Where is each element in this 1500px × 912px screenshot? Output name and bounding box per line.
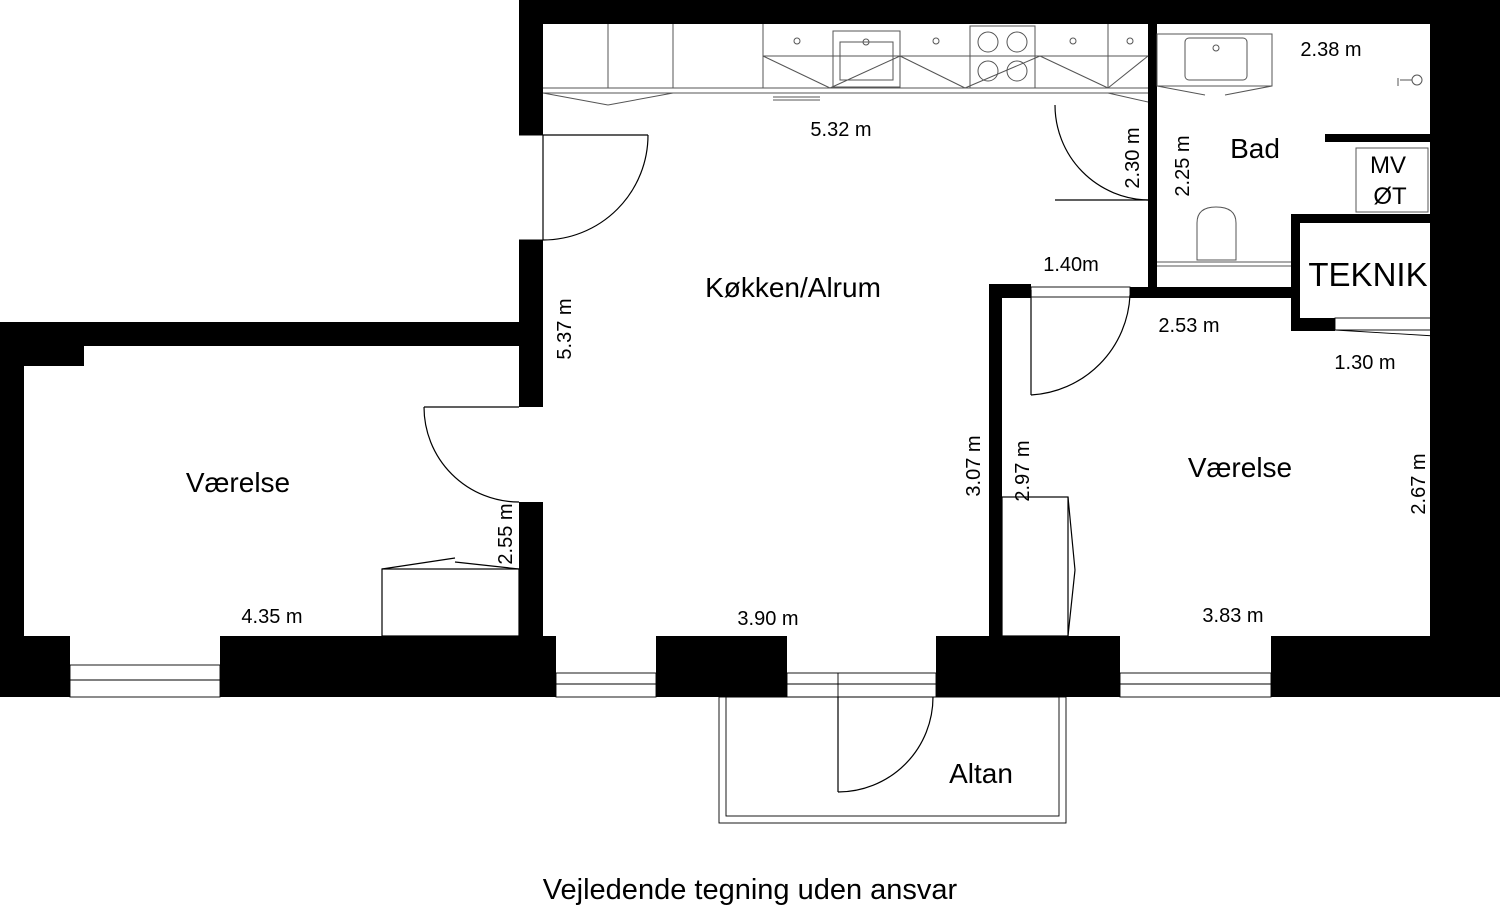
balcony-outline: [718, 696, 1067, 824]
dim-bath-height: 2.25 m: [1172, 135, 1194, 196]
walls: [0, 0, 1500, 697]
dim-kitchen-height: 5.37 m: [554, 298, 576, 359]
room-label-bath: Bad: [1230, 133, 1280, 164]
dimension-labels: 5.32 m 2.38 m 1.40m 2.53 m 1.30 m 4.35 m…: [241, 39, 1430, 630]
dim-teknik-width: 1.30 m: [1334, 352, 1395, 374]
label-mv: MV: [1370, 152, 1406, 179]
dim-kitchen-width: 5.32 m: [810, 119, 871, 141]
room-label-teknik: TEKNIK: [1308, 256, 1427, 293]
label-ot: ØT: [1373, 183, 1407, 210]
dim-bedroom-left-width: 4.35 m: [241, 606, 302, 628]
closets: [381, 496, 1076, 637]
doors: [423, 104, 1436, 793]
dim-kitchen-door-wall: 2.30 m: [1122, 127, 1144, 188]
dim-hall-height: 3.07 m: [963, 435, 985, 496]
dim-bedroom-right-left: 2.97 m: [1012, 440, 1034, 501]
room-label-kitchen: Køkken/Alrum: [705, 272, 881, 303]
disclaimer-caption: Vejledende tegning uden ansvar: [543, 874, 958, 906]
dim-bath-width: 2.38 m: [1300, 39, 1361, 61]
room-label-bedroom-right: Værelse: [1188, 452, 1292, 483]
dim-kitchen-bottom: 3.90 m: [737, 608, 798, 630]
dim-bedroom-left-height: 2.55 m: [495, 503, 517, 564]
dim-bedroom-right-height: 2.67 m: [1408, 453, 1430, 514]
room-labels: Køkken/Alrum Værelse Værelse Bad Altan T…: [186, 133, 1428, 789]
dim-bedroom-right-width: 3.83 m: [1202, 605, 1263, 627]
dim-hall-width: 1.40m: [1043, 254, 1099, 276]
kitchen-cabinets: [542, 24, 1149, 106]
room-label-balcony: Altan: [949, 758, 1013, 789]
dim-bedroom-right-top: 2.53 m: [1158, 315, 1219, 337]
room-label-bedroom-left: Værelse: [186, 467, 290, 498]
bath-fixtures: [1156, 33, 1429, 267]
